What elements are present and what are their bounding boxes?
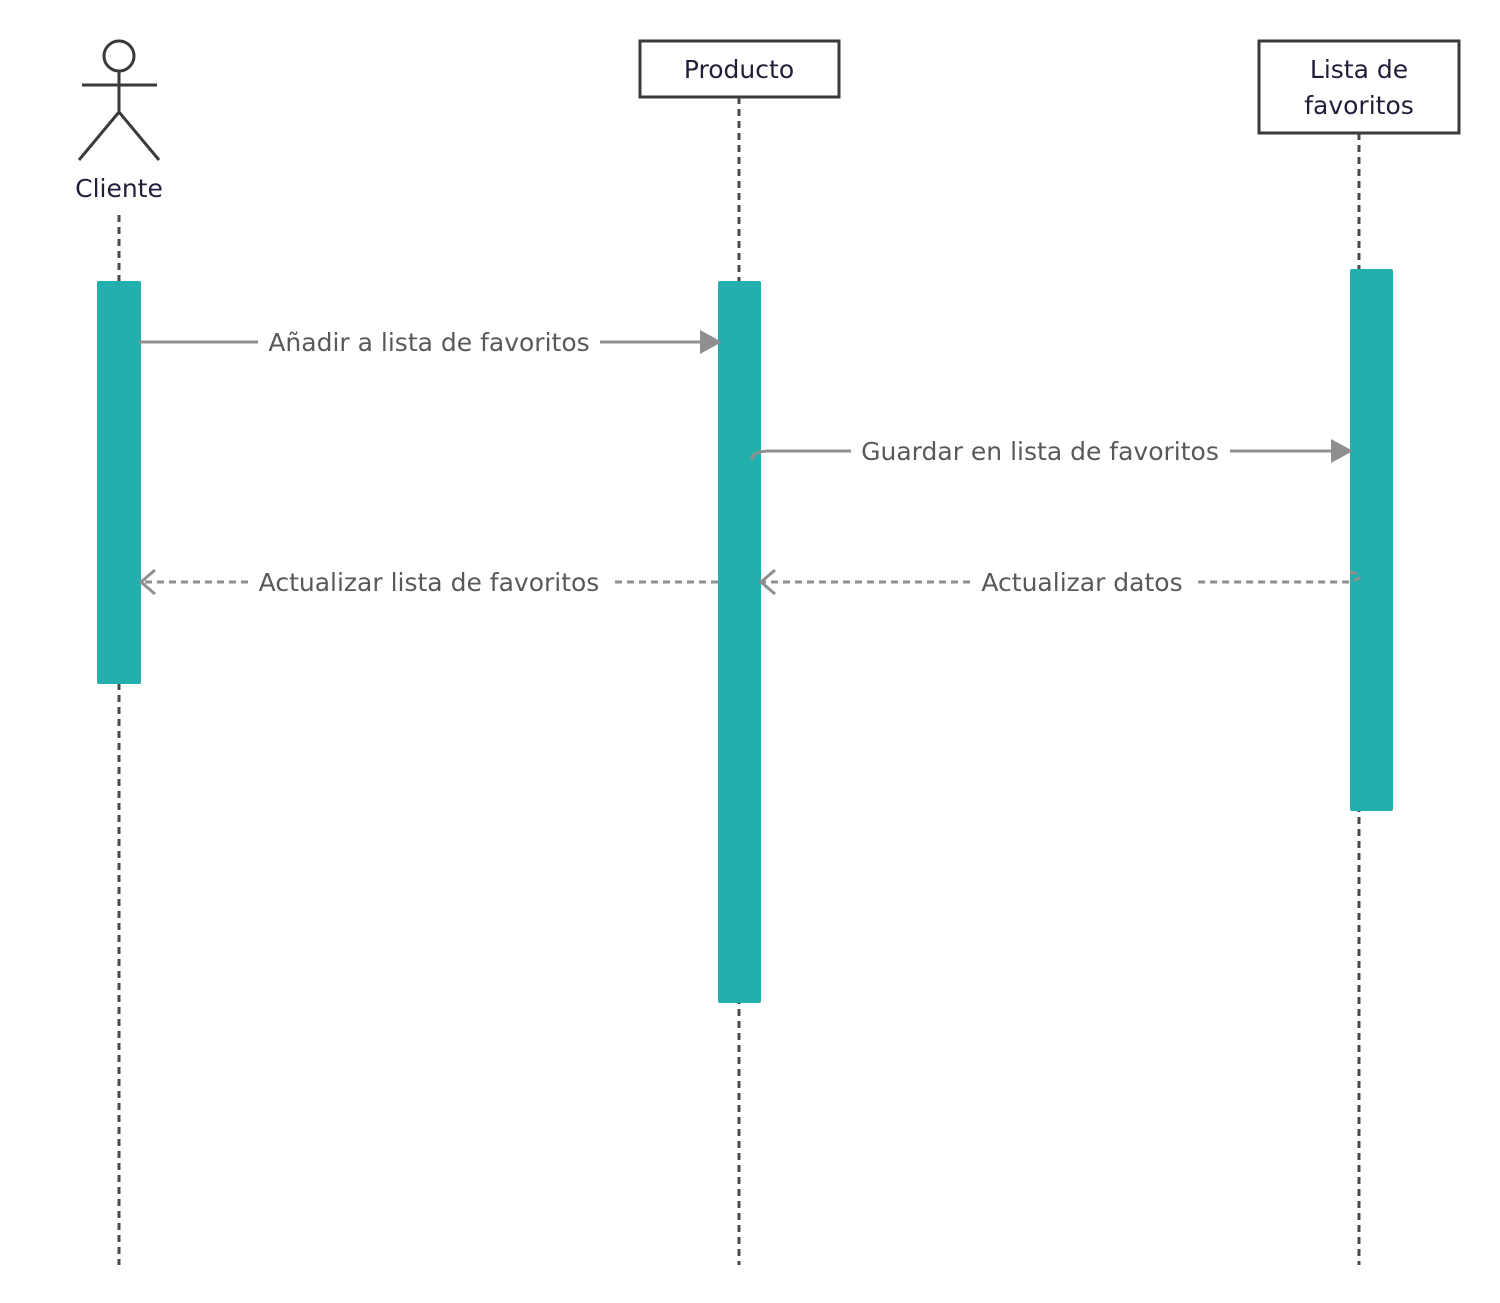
lista-favoritos-label-line1: Lista de (1310, 55, 1408, 84)
producto-box (638, 39, 841, 99)
message-actualizar-lista-label: Actualizar lista de favoritos (259, 568, 600, 597)
message-guardar-label: Guardar en lista de favoritos (861, 437, 1219, 466)
open-arrowhead-icon (758, 568, 776, 596)
cliente-activation-bar (97, 281, 141, 684)
lista-favoritos-label-line2: favoritos (1304, 91, 1414, 120)
producto-label: Producto (684, 55, 794, 84)
message-actualizar-datos-label: Actualizar datos (981, 568, 1182, 597)
producto-activation-bar (718, 281, 761, 1003)
message-actualizar-datos: Actualizar datos (758, 568, 1362, 597)
open-arrowhead-icon (138, 568, 156, 596)
message-guardar: Guardar en lista de favoritos (750, 437, 1353, 466)
arrowhead-icon (1331, 439, 1353, 463)
lista-favoritos-box (1257, 39, 1461, 135)
message-anadir: Añadir a lista de favoritos (139, 328, 722, 357)
lista-favoritos-activation-bar (1350, 269, 1393, 811)
message-actualizar-lista: Actualizar lista de favoritos (138, 568, 718, 597)
arrowhead-icon (700, 330, 722, 354)
cliente-actor-icon (77, 39, 161, 161)
message-anadir-label: Añadir a lista de favoritos (268, 328, 589, 357)
cliente-label: Cliente (75, 174, 163, 203)
